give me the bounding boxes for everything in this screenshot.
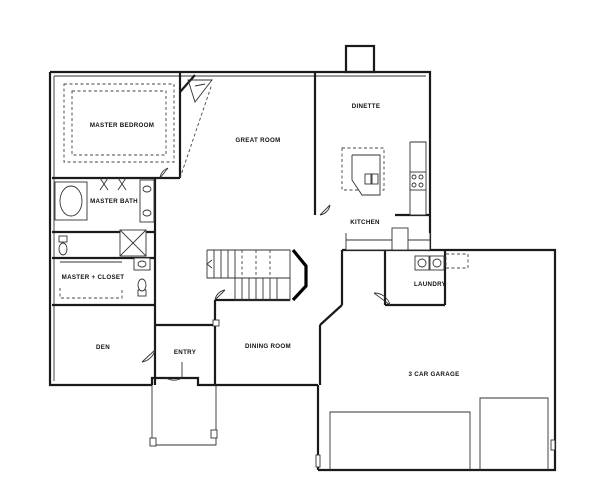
master-bath-fixtures [54,177,155,223]
bay-window [291,248,308,302]
front-porch [149,385,218,447]
label-den: DEN [96,344,110,351]
half-bath-toilet [137,278,147,297]
label-master-closet: MASTER + CLOSET [62,274,125,281]
chimney [344,44,376,74]
exterior-walls [48,70,557,472]
room-labels: MASTER BEDROOM GREAT ROOM DINETTE MASTER… [62,103,460,378]
closet-shelving [59,261,123,299]
label-dinette: DINETTE [352,103,381,110]
column [212,319,220,327]
angled-wall-line [179,83,213,179]
stairs [206,249,291,301]
interior-walls [52,72,447,385]
label-garage: 3 CAR GARAGE [408,371,459,378]
shower [119,229,147,257]
powder-sink [133,257,151,271]
kitchen-counter [345,141,431,251]
label-entry: ENTRY [174,349,197,356]
fireplace [187,79,213,103]
toilet [58,235,68,256]
label-dining-room: DINING ROOM [245,343,291,350]
garage-doors [315,397,556,470]
label-kitchen: KITCHEN [350,219,380,226]
tray-ceiling [63,83,175,163]
door-swings [141,167,391,381]
kitchen-island [341,147,385,196]
laundry-fixtures [414,253,469,271]
label-laundry: LAUNDRY [414,281,447,288]
label-master-bedroom: MASTER BEDROOM [90,122,154,129]
label-master-bath: MASTER BATH [90,198,138,205]
label-great-room: GREAT ROOM [235,137,280,144]
